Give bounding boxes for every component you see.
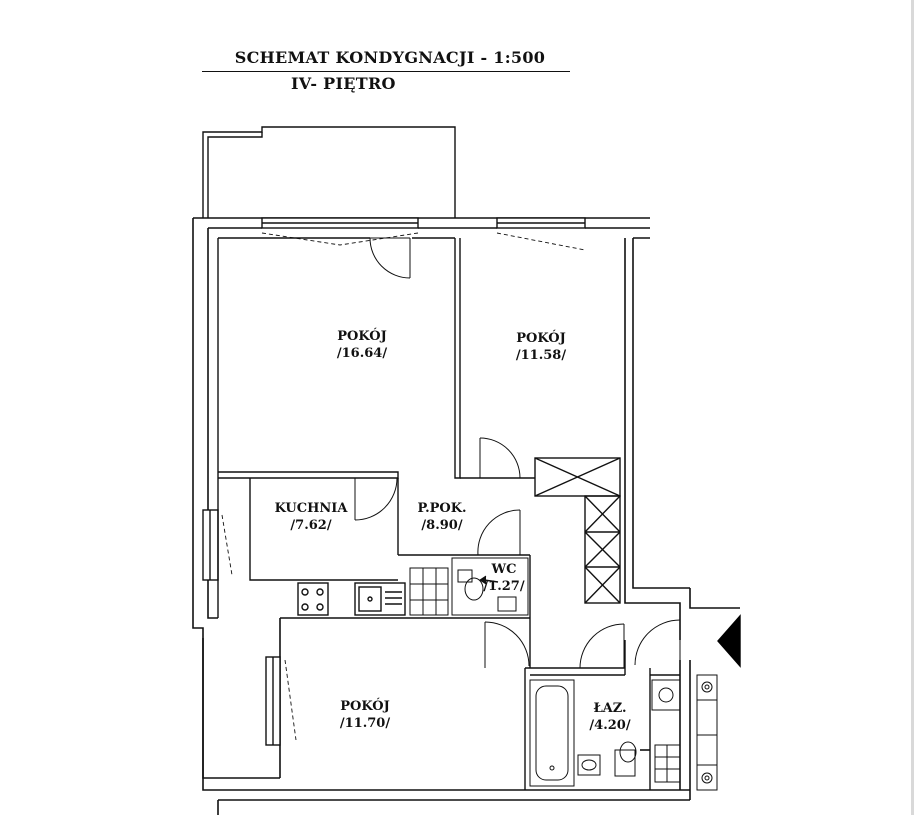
room-name: ŁAZ. — [593, 701, 627, 716]
room-label-wc: WC /1.27/ — [483, 561, 524, 595]
room-label-pokoj-2: POKÓJ /11.58/ — [516, 330, 566, 364]
room-label-lazienka: ŁAZ. /4.20/ — [589, 700, 630, 734]
shaft-icon — [534, 457, 621, 604]
bathtub-icon — [529, 679, 575, 787]
room-area: /1.27/ — [483, 579, 525, 594]
balcony — [202, 126, 456, 218]
room-area: /7.62/ — [290, 518, 332, 533]
room-area: /11.58/ — [515, 348, 567, 363]
room-name: WC — [491, 562, 517, 577]
room-area: /16.64/ — [336, 346, 388, 361]
door-swing-icon — [354, 237, 681, 669]
kitchen-cabinet-grid — [409, 567, 449, 616]
room-name: POKÓJ — [340, 699, 390, 714]
title-underline — [202, 71, 570, 72]
room-label-pokoj-1: POKÓJ /16.64/ — [337, 328, 387, 362]
sheet-edge — [911, 0, 914, 815]
stove-icon — [297, 582, 329, 616]
room-name: P.POK. — [417, 501, 467, 516]
floor-subtitle: IV- PIĘTRO — [291, 74, 396, 93]
outer-walls — [192, 217, 740, 815]
room-name: KUCHNIA — [274, 501, 348, 516]
room-area: /11.70/ — [339, 716, 391, 731]
sink-icon — [354, 582, 406, 616]
room-label-kuchnia: KUCHNIA /7.62/ — [275, 500, 348, 534]
toilet-icon — [451, 557, 529, 616]
room-label-przedpokoj: P.POK. /8.90/ — [417, 500, 466, 534]
plan-title: SCHEMAT KONDYGNACJI - 1:500 — [234, 48, 546, 67]
riser-column — [696, 674, 718, 791]
interior-walls — [217, 237, 680, 790]
bathroom-fixtures — [577, 679, 681, 783]
room-area: /8.90/ — [421, 518, 463, 533]
entrance-arrow-icon — [717, 614, 741, 668]
room-name: POKÓJ — [516, 331, 566, 346]
room-area: /4.20/ — [589, 718, 631, 733]
room-label-pokoj-3: POKÓJ /11.70/ — [340, 698, 390, 732]
window-icon — [202, 217, 586, 746]
room-name: POKÓJ — [337, 329, 387, 344]
